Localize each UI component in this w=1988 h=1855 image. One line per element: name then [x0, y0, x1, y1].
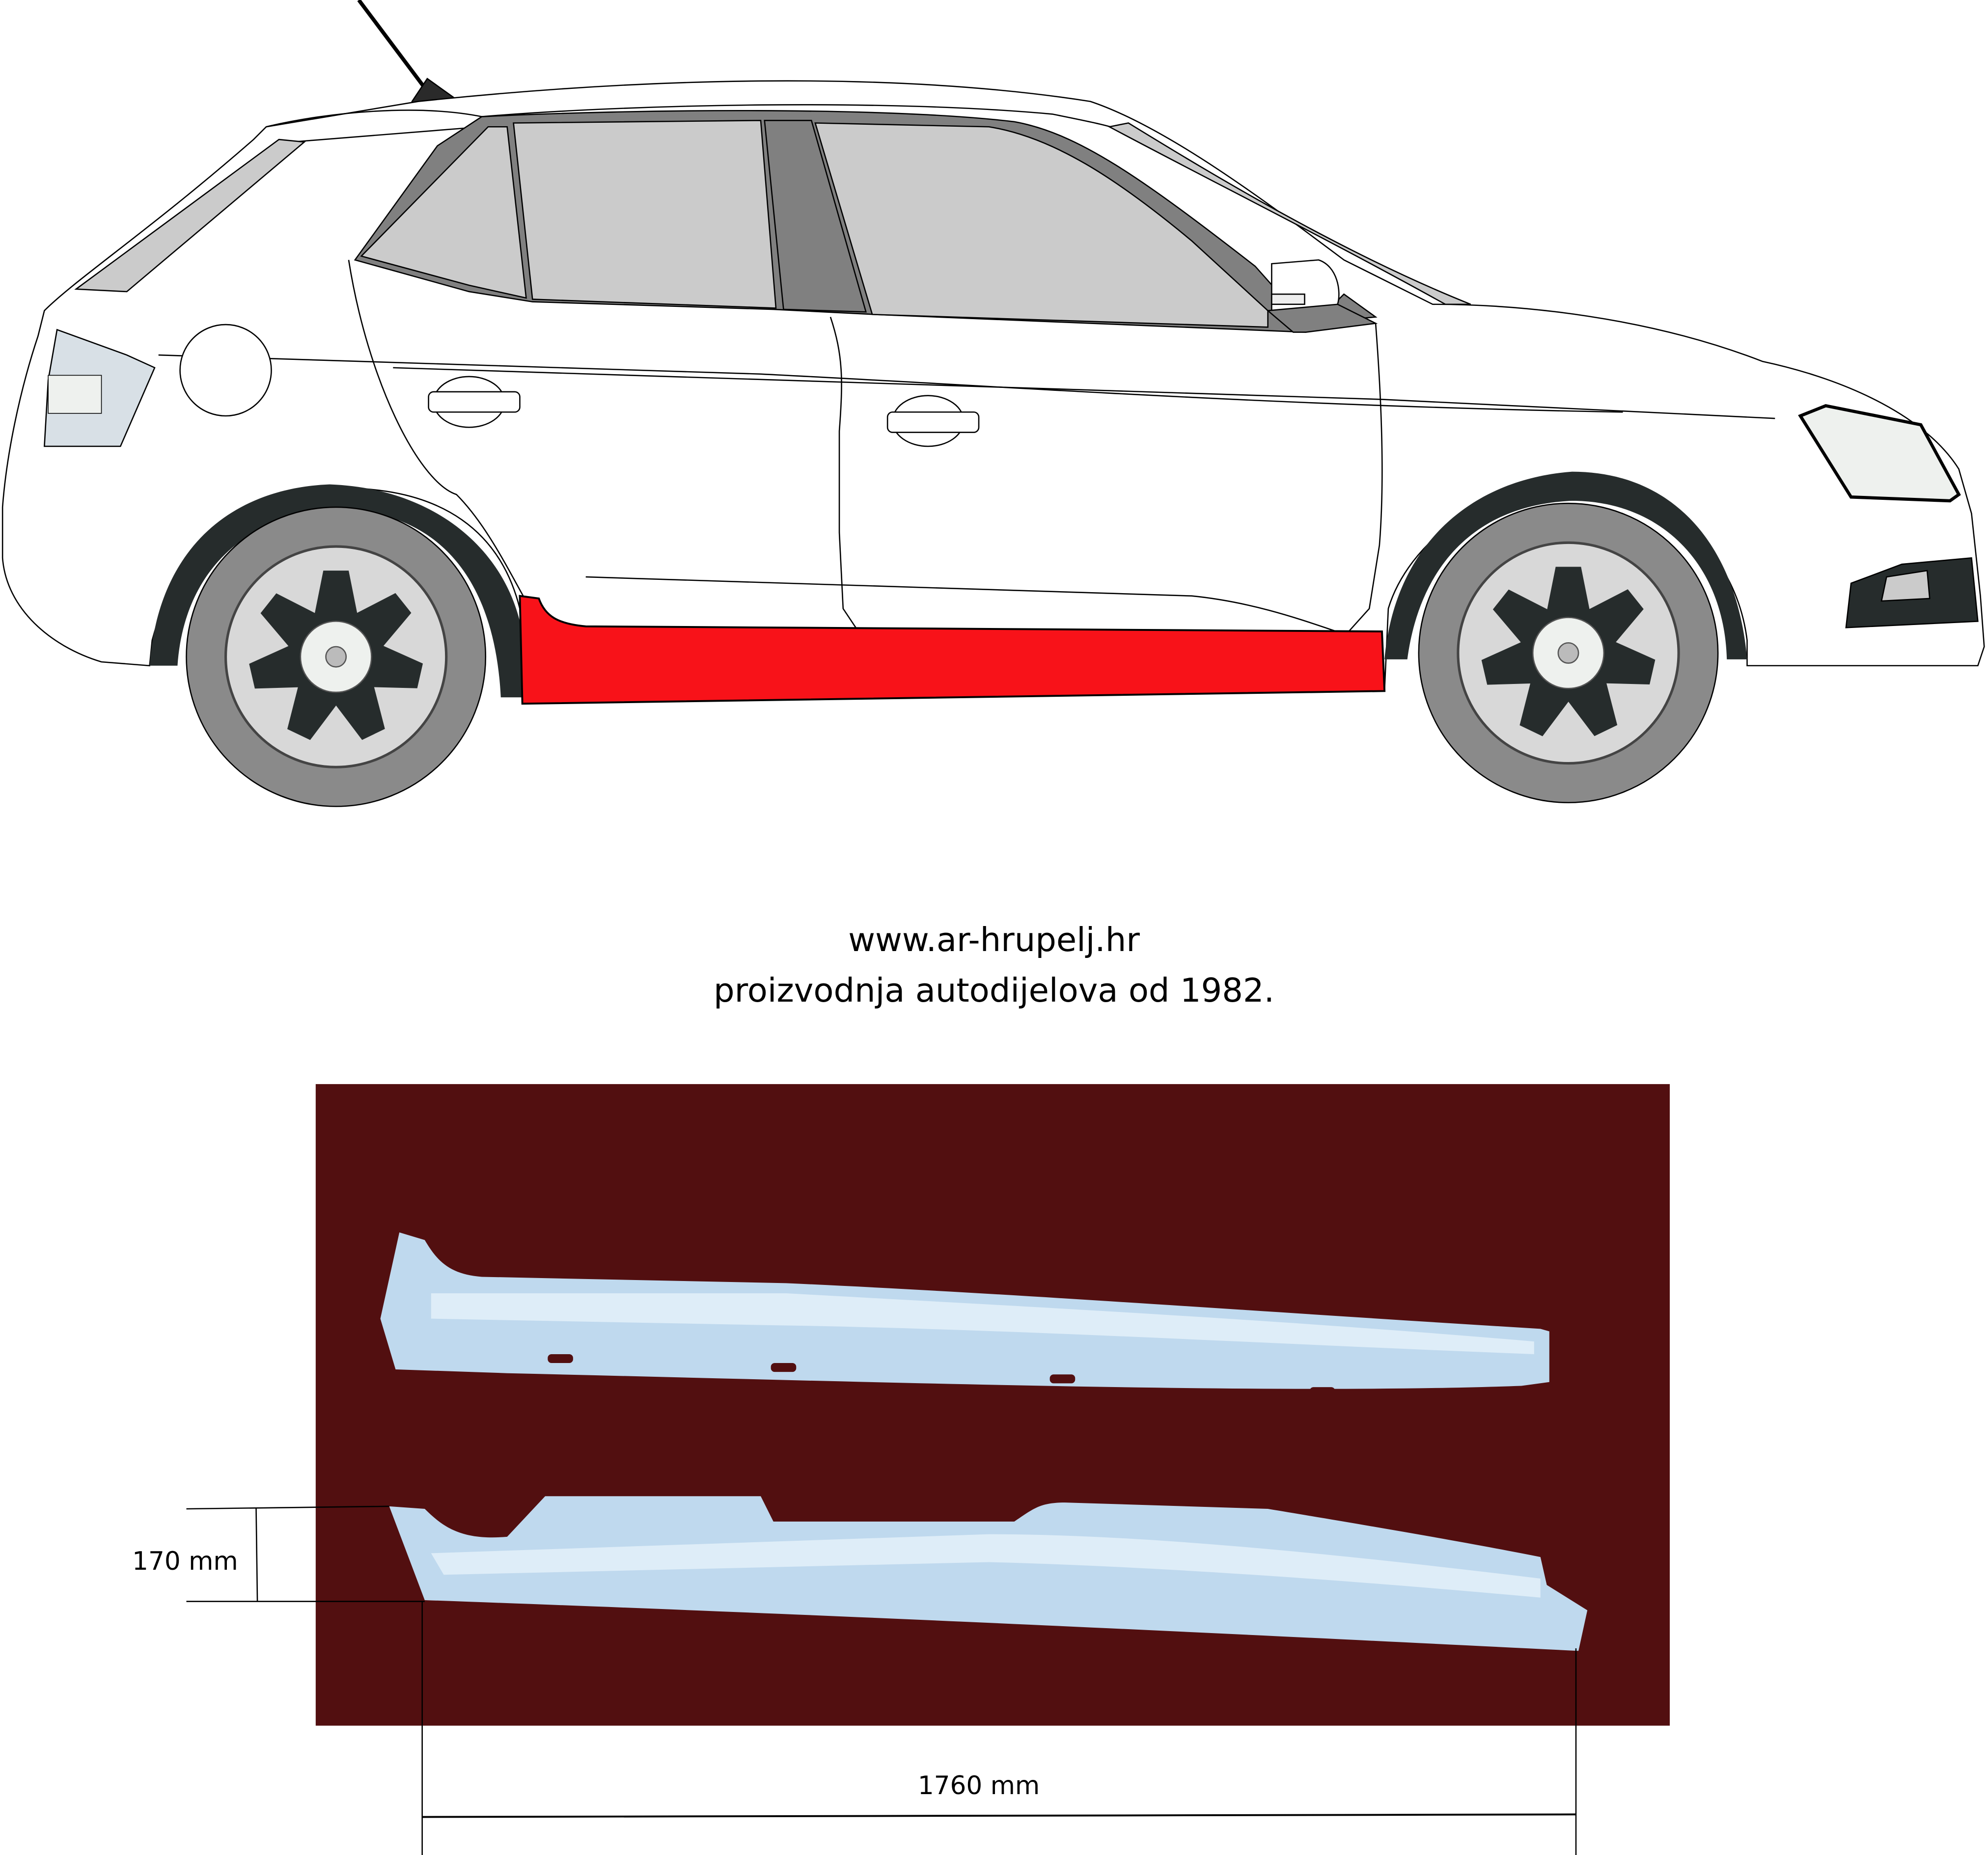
rear-door-handle: [428, 376, 521, 428]
front-door-handle: [886, 395, 980, 447]
mirror-indicator: [1271, 293, 1305, 305]
rear-pillar-trim: [74, 138, 306, 293]
a-pillar-trim: [1107, 122, 1471, 305]
front-wheel: [1418, 502, 1719, 803]
antenna-icon: [357, 0, 429, 93]
length-dimension-label: 1760 mm: [918, 1771, 1040, 1800]
sill-part-bottom-photo: [389, 1496, 1588, 1651]
rear-quarter-window: [360, 126, 527, 299]
tagline: proizvodnja autodijelova od 1982.: [714, 971, 1274, 1009]
front-door-window: [814, 122, 1269, 328]
length-dimension: [421, 1601, 1577, 1855]
b-pillar: [764, 120, 867, 313]
lower-body-line: [585, 576, 1344, 635]
door-seam: [829, 317, 856, 628]
rear-door-window: [513, 120, 777, 309]
fuel-cap: [179, 324, 272, 417]
website-url: www.ar-hrupelj.hr: [848, 921, 1140, 959]
height-dimension: [186, 1505, 425, 1602]
height-dimension-label: 170 mm: [132, 1547, 238, 1576]
rear-wheel: [186, 506, 487, 807]
rear-wheel-arch: [149, 484, 523, 698]
front-wheel-arch: [1384, 471, 1747, 659]
mirror-base: [1266, 303, 1378, 333]
headlight: [1798, 404, 1961, 503]
character-line: [158, 354, 1623, 413]
car-diagram: [1, 0, 1985, 705]
sill-mounting-holes: [548, 1354, 1335, 1396]
highlighted-sill-panel: [519, 595, 1386, 705]
front-door-outline: [1346, 323, 1383, 635]
rear-door-outline: [348, 260, 540, 622]
